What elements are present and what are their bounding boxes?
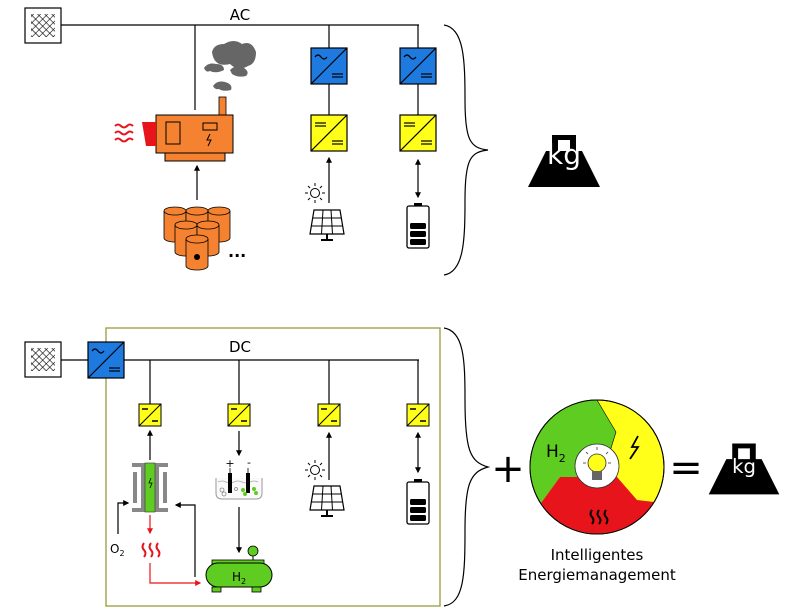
more-fuel-ellipsis: ... bbox=[228, 242, 246, 261]
heat-icon-dc bbox=[141, 542, 161, 558]
oxygen-label: O2 bbox=[110, 542, 125, 558]
oxygen-arrow bbox=[117, 500, 130, 534]
h2-to-fuelcell-arrow bbox=[174, 502, 196, 577]
battery-icon-dc bbox=[406, 478, 430, 525]
plus-sign: + bbox=[491, 446, 525, 492]
ac-dc-inverter-main bbox=[87, 341, 125, 379]
heat-icon-ems bbox=[589, 509, 609, 525]
ac-dc-inverter-pv bbox=[310, 47, 348, 85]
ac-bus-label: AC bbox=[230, 6, 250, 24]
ac-brace bbox=[443, 24, 489, 276]
electrolyzer-icon: + - bbox=[215, 456, 263, 500]
ac-dc-inverter-battery bbox=[399, 47, 437, 85]
energy-management-icon: H2 bbox=[529, 399, 665, 535]
dc-dc-converter-fuelcell bbox=[138, 403, 162, 427]
ems-h2-label: H2 bbox=[546, 442, 566, 465]
solar-panel-icon bbox=[309, 209, 345, 241]
dc-dc-converter-pv bbox=[310, 114, 348, 152]
svg-text:+: + bbox=[225, 457, 234, 470]
weight-label-ac: kg bbox=[547, 138, 581, 171]
fuel-cell-icon bbox=[132, 462, 168, 513]
ems-caption-line2: Energiemanagement bbox=[518, 566, 676, 584]
smoke-icon bbox=[204, 41, 256, 91]
weight-icon-result: kg bbox=[708, 443, 780, 495]
weight-icon-ac: kg bbox=[528, 135, 600, 187]
dc-system: DC O2 + - bbox=[24, 327, 491, 607]
equals-sign: = bbox=[669, 445, 703, 491]
weight-label-result: kg bbox=[732, 455, 756, 478]
dc-dc-converter-battery bbox=[399, 114, 437, 152]
grid-icon-dc bbox=[24, 341, 62, 378]
tank-label: H2 bbox=[232, 570, 246, 586]
ems-caption-line1: Intelligentes bbox=[551, 546, 644, 564]
ac-system: AC bbox=[24, 6, 600, 276]
h2-tank-icon: H2 bbox=[205, 545, 273, 593]
battery-icon bbox=[406, 202, 430, 249]
dc-dc-converter-pv-dc bbox=[317, 403, 341, 427]
fuel-barrels-icon bbox=[163, 206, 231, 271]
heat-icon bbox=[114, 123, 134, 143]
grid-icon bbox=[24, 7, 62, 44]
svg-text:-: - bbox=[247, 456, 251, 469]
lightning-icon bbox=[629, 435, 640, 460]
solar-panel-icon-dc bbox=[309, 485, 345, 517]
sun-icon-dc bbox=[304, 459, 326, 481]
dc-bus-label: DC bbox=[229, 338, 251, 356]
generator-icon bbox=[142, 96, 234, 162]
dc-dc-converter-battery-dc bbox=[406, 403, 430, 427]
dc-system-frame bbox=[105, 327, 441, 607]
heat-to-tank-arrow bbox=[149, 563, 202, 586]
dc-dc-converter-electrolyzer bbox=[227, 403, 251, 427]
sun-icon bbox=[304, 182, 326, 204]
dc-brace bbox=[443, 327, 491, 607]
